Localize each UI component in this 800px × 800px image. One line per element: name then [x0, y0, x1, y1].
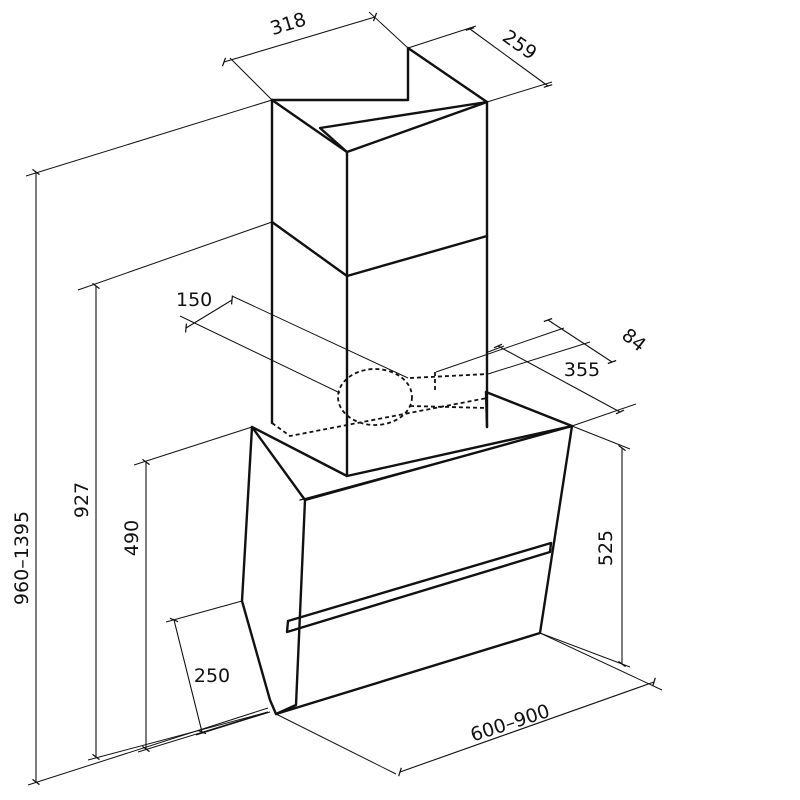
dim-total-height: 960–1395	[11, 99, 273, 786]
dim-label-150: 150	[176, 289, 212, 311]
dim-front-height: 525	[539, 425, 631, 668]
outlet-ellipse	[337, 368, 413, 426]
dim-mount-width: 355	[487, 343, 637, 427]
chimney	[270, 46, 489, 478]
dim-outlet-offset: 150	[176, 289, 409, 394]
dim-label-84: 84	[617, 324, 650, 356]
chimney-top-cutout	[270, 46, 489, 154]
dim-label-355: 355	[564, 359, 600, 381]
hood-side-plate	[240, 425, 307, 716]
dim-label-600-900: 600–900	[468, 700, 553, 746]
hood-top-plate	[250, 390, 574, 478]
chimney-joint-left	[270, 220, 349, 278]
hood-body	[240, 390, 574, 716]
dim-label-250: 250	[194, 665, 230, 687]
dim-label-927: 927	[71, 482, 93, 518]
dim-label-960-1395: 960–1395	[11, 511, 33, 605]
dim-label-259: 259	[498, 26, 540, 65]
dim-label-490: 490	[121, 520, 143, 556]
outlet-circle	[337, 368, 489, 426]
outlet-hidden-lines	[409, 372, 489, 409]
chimney-joint-right	[345, 234, 489, 278]
chimney-top-left-edge	[270, 98, 349, 154]
dim-label-318: 318	[268, 8, 309, 40]
hood-front-panel	[274, 424, 574, 716]
dim-wall-height: 927	[71, 221, 273, 761]
dim-label-525: 525	[595, 530, 617, 566]
hood-top-edge-lip	[299, 426, 571, 501]
chimney-base-hidden	[271, 397, 488, 437]
dim-bottom-depth: 250	[165, 600, 271, 736]
dim-chimney-width: 318	[221, 8, 409, 101]
dim-bracket-depth: 84	[435, 317, 650, 375]
hood-handle-strip	[285, 541, 553, 634]
